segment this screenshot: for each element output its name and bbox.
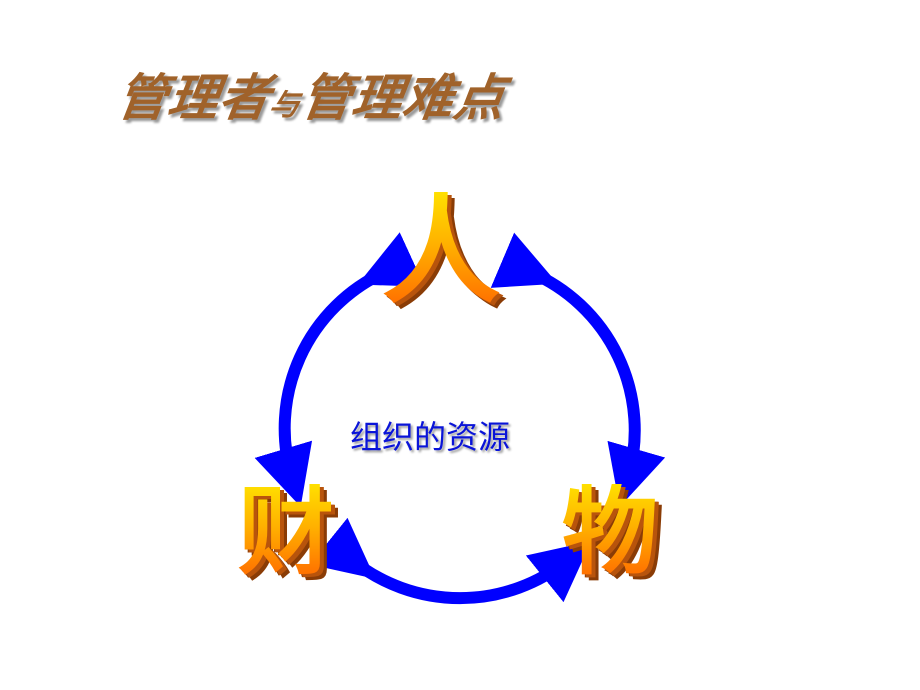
arrow-person-money xyxy=(254,232,425,507)
node-goods: 物 xyxy=(562,476,658,588)
arrow-money-goods xyxy=(309,517,592,605)
arrow-person-goods xyxy=(490,232,666,507)
node-money: 财 xyxy=(238,476,334,588)
node-person: 人 xyxy=(382,182,501,320)
center-label: 组织的资源 xyxy=(350,418,511,456)
